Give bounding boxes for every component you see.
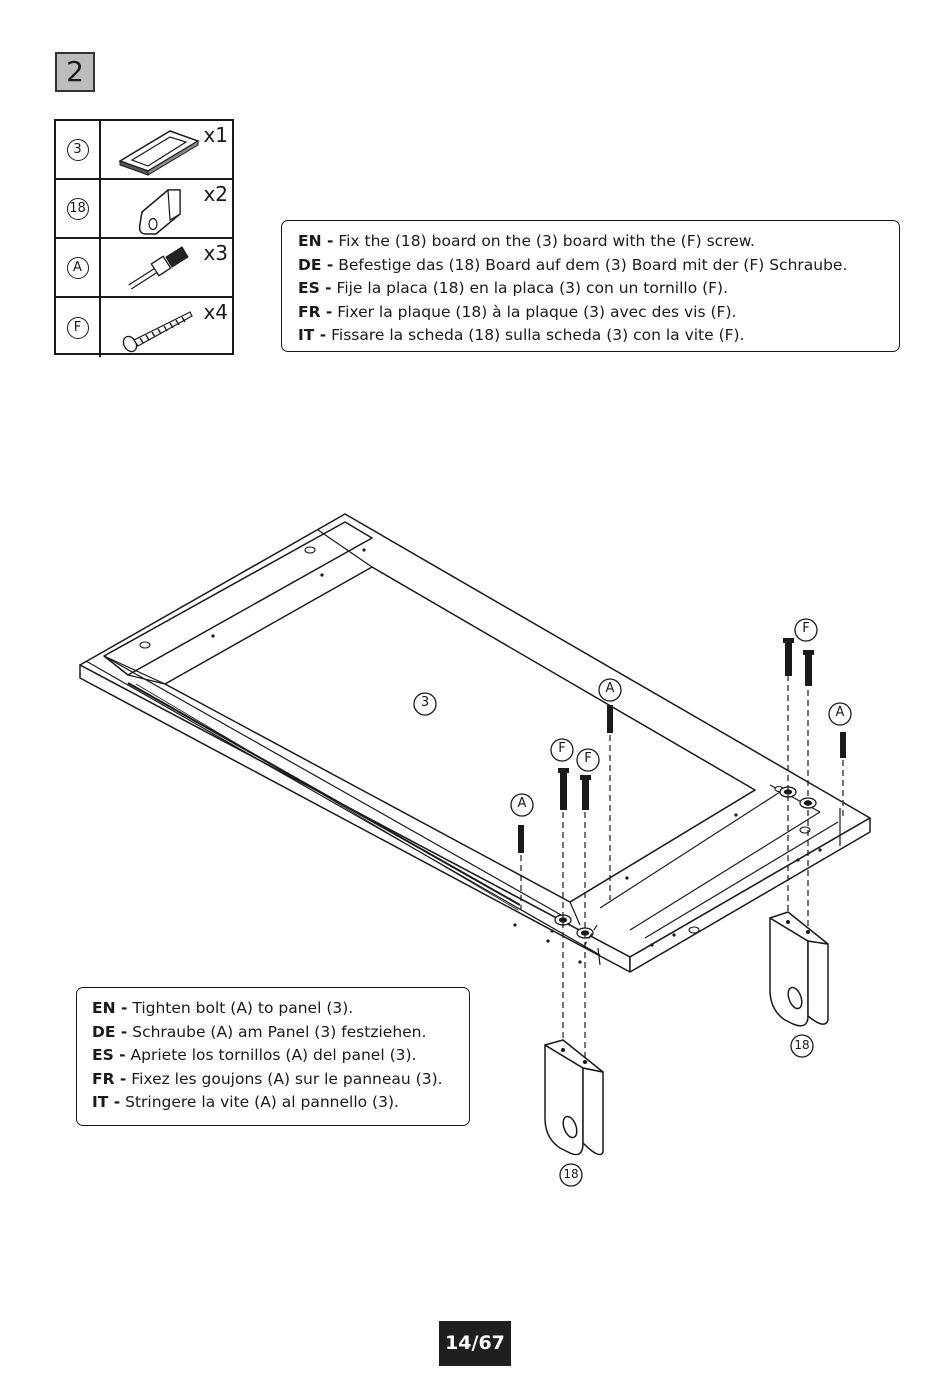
plate-icon: [118, 130, 200, 176]
bracket-18-label: 18: [794, 1038, 810, 1052]
frame-rail-inner-left: [103, 521, 373, 676]
screw-f-label: F: [558, 741, 566, 756]
part-ref-label: 3: [66, 138, 89, 161]
step-number-badge: 2: [55, 52, 95, 92]
bolt-a-label: A: [517, 796, 527, 811]
part-ref-label: F: [66, 316, 89, 339]
instruction-line-en: EN - Fix the (18) board on the (3) board…: [298, 232, 755, 250]
page-number: 14/67: [439, 1321, 511, 1366]
bracket-18-label: 18: [563, 1167, 579, 1181]
screw-icon: [122, 311, 193, 353]
instruction-line-it: IT - Fissare la scheda (18) sulla scheda…: [298, 326, 745, 344]
part-quantity: x1: [203, 123, 228, 147]
part-row-18: 18 x2: [56, 180, 232, 239]
part-row-a: A x3: [56, 239, 232, 298]
instruction-line-fr: FR - Fixer la plaque (18) à la plaque (3…: [298, 302, 737, 321]
part-row-3: 3 x1: [56, 121, 232, 180]
bracket-18-right-side: [807, 940, 829, 1025]
part-ref-label: A: [66, 256, 89, 279]
instruction-line-de: DE - Befestige das (18) Board auf dem (3…: [298, 255, 848, 274]
instruction-line-fr: FR - Fixez les goujons (A) sur le pannea…: [92, 1069, 443, 1088]
instruction-line-de: DE - Schraube (A) am Panel (3) festziehe…: [92, 1022, 427, 1041]
screw-f-label: F: [802, 621, 810, 636]
instructions-top: EN - Fix the (18) board on the (3) board…: [281, 220, 900, 352]
part-quantity: x3: [203, 241, 228, 265]
part-quantity: x4: [203, 300, 228, 324]
instruction-line-es: ES - Apriete los tornillos (A) del panel…: [92, 1046, 417, 1064]
bracket-18-left-side: [582, 1067, 604, 1156]
panel-3-label: 3: [420, 695, 430, 710]
screw-f-label: F: [584, 751, 592, 766]
part-ref-label: 18: [66, 197, 89, 220]
bolt-a-label: A: [835, 705, 845, 720]
instructions-bottom: EN - Tighten bolt (A) to panel (3). DE -…: [76, 987, 470, 1126]
frame-end-face: [629, 817, 871, 973]
part-row-f: F x4: [56, 298, 232, 357]
bolt-a-label: A: [605, 681, 615, 696]
bolt-icon: [128, 246, 189, 290]
instruction-line-it: IT - Stringere la vite (A) al pannello (…: [92, 1093, 399, 1111]
part-quantity: x2: [203, 182, 228, 206]
instruction-line-en: EN - Tighten bolt (A) to panel (3).: [92, 999, 354, 1017]
instruction-line-es: ES - Fije la placa (18) en la placa (3) …: [298, 279, 729, 297]
parts-table: 3 x1 18 x2 A x3 F: [54, 119, 234, 357]
bolt-a-group: [518, 705, 846, 853]
screw-f-group: [558, 638, 814, 810]
bracket-board-icon: [138, 189, 181, 235]
